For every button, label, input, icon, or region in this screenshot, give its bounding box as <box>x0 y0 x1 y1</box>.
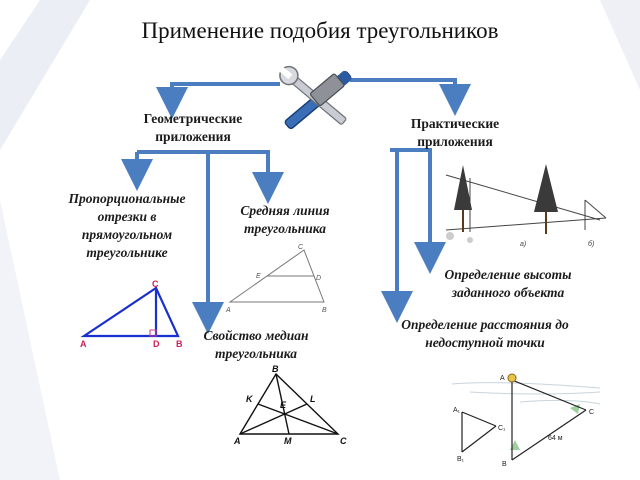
medians-label-a: A <box>233 436 241 446</box>
distance-label-a: A <box>500 375 505 382</box>
midline-label-a: A <box>225 307 231 314</box>
distance-label-a1: A₁ <box>453 407 461 414</box>
medians-label-b: B <box>272 364 279 374</box>
height-figure-label-a: a) <box>520 241 526 248</box>
distance-label-b1: B₁ <box>457 456 465 463</box>
midline-label-d: D <box>316 275 321 282</box>
distance-label-c: C <box>589 409 594 416</box>
medians-label-e: E <box>280 400 287 410</box>
arrow-to-midline <box>137 150 284 204</box>
distance-label-b: B <box>502 461 507 468</box>
distance-label-c1: C₁ <box>498 425 506 432</box>
arrow-to-height <box>390 148 446 274</box>
arrow-to-practical <box>350 78 471 116</box>
arrow-to-geometric <box>156 82 280 119</box>
medians-label-k: K <box>246 394 254 404</box>
midline-label-e: E <box>256 273 261 280</box>
midline-label-c: C <box>298 244 304 251</box>
right-triangle-label-b: B <box>176 339 183 349</box>
right-triangle-label-a: A <box>80 339 87 349</box>
right-triangle-label-d: D <box>153 339 160 349</box>
medians-label-c: C <box>340 436 347 446</box>
page-title: Применение подобия треугольников <box>141 18 499 43</box>
distance-label-64m: 64 м <box>548 435 563 442</box>
height-figure-label-b: б) <box>588 240 594 248</box>
medians-label-l: L <box>310 394 316 404</box>
medians-label-m: M <box>284 436 292 446</box>
midline-label-b: B <box>322 307 327 314</box>
right-triangle-label-c: C <box>152 279 159 289</box>
